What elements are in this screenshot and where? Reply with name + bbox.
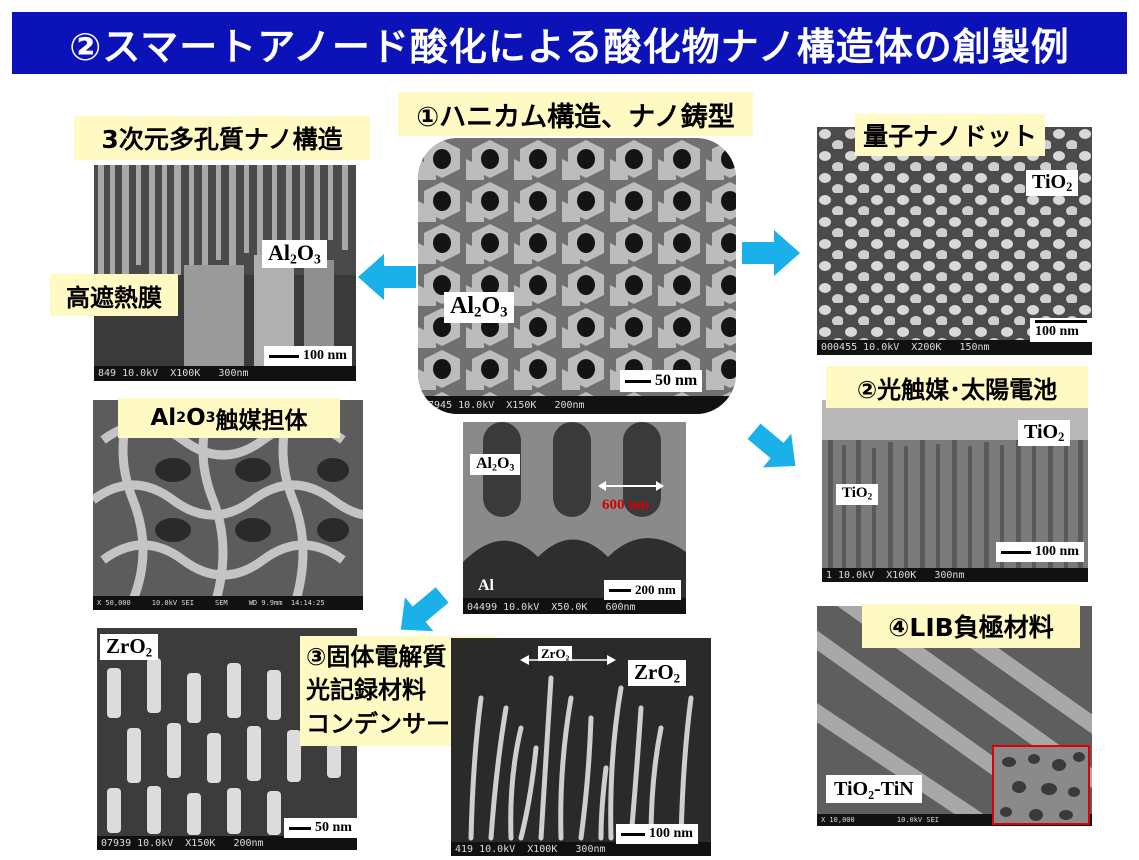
porous-scalebar: 100 nm — [264, 346, 352, 366]
catalyst-footer: X 50,000 10.0kV SEI SEM WD 9.9mm 14:14:2… — [93, 596, 363, 610]
honeycomb-sem-image: 07945 10.0kV X150K 200nm — [418, 138, 736, 414]
arrow-down-right-icon — [744, 418, 804, 478]
porous-sem-image: 849 10.0kV X100K 300nm — [94, 165, 356, 381]
arrow-down-left-icon — [392, 580, 454, 642]
applications-label-line-2: 光記録材料 — [306, 676, 426, 705]
porous-label: 3次元多孔質ナノ構造 — [74, 116, 370, 160]
zro2-tubes-scalebar: 100 nm — [616, 824, 698, 844]
applications-label-line-1: ③固体電解質 — [306, 642, 447, 671]
page-title: ②スマートアノード酸化による酸化物ナノ構造体の創製例 — [12, 12, 1127, 74]
photocatalyst-material-label: TiO2 — [1018, 420, 1071, 446]
zro2-tubes-footer: 419 10.0kV X100K 300nm — [451, 842, 711, 856]
lib-material-label: TiO₂-TiN — [826, 775, 922, 803]
quantum-dot-label: 量子ナノドット — [855, 114, 1045, 156]
honeycomb-scalebar: 50 nm — [620, 370, 703, 392]
lib-anode-label: ④LIB負極材料 — [862, 604, 1080, 648]
arrow-right-icon — [742, 228, 800, 278]
thermal-barrier-label: 高遮熱膜 — [50, 274, 178, 316]
pore-spacing-arrow — [598, 478, 664, 494]
applications-label-line-3: コンデンサー — [306, 709, 450, 738]
honeycomb-label: ①ハニカム構造、ナノ鋳型 — [398, 92, 753, 136]
lib-zoom-inset — [992, 745, 1090, 825]
arrow-left-icon — [358, 252, 416, 302]
honeycomb-footer: 07945 10.0kV X150K 200nm — [418, 396, 736, 414]
zro2-pillars-material-label: ZrO2 — [100, 634, 159, 661]
zro2-tubes-material-label: ZrO2 — [628, 660, 687, 687]
quantum-dot-scalebar: 100 nm — [1030, 318, 1092, 342]
tube-inner-material-label: ZrO₂ — [538, 646, 573, 661]
photocatalyst-inner-material-label: TiO2 — [836, 484, 879, 505]
porous-footer: 849 10.0kV X100K 300nm — [94, 366, 356, 381]
photocatalyst-footer: 1 10.0kV X100K 300nm — [822, 568, 1088, 582]
aluminum-base-label: Al — [478, 577, 494, 594]
honeycomb-material-label: Al2O3 — [444, 292, 514, 323]
quantum-dot-sem-image: 000455 10.0kV X200K 150nm — [817, 127, 1092, 355]
cross-section-material-label: Al2O3 — [470, 454, 521, 476]
cross-section-scalebar: 200 nm — [604, 580, 681, 600]
pore-spacing-dimension: 600 nm — [602, 497, 650, 513]
cross-section-footer: 04499 10.0kV X50.0K 600nm — [463, 600, 686, 614]
zro2-pillars-scalebar: 50 nm — [284, 818, 357, 838]
quantum-dot-material-label: TiO2 — [1026, 170, 1079, 196]
zro2-pillars-footer: 07939 10.0kV X150K 200nm — [97, 836, 357, 850]
porous-material-label: Al2O3 — [262, 240, 327, 269]
photocatalyst-scalebar: 100 nm — [996, 542, 1084, 562]
photocatalyst-label: ②光触媒･太陽電池 — [826, 366, 1088, 408]
quantum-dot-footer: 000455 10.0kV X200K 150nm — [817, 340, 1092, 355]
